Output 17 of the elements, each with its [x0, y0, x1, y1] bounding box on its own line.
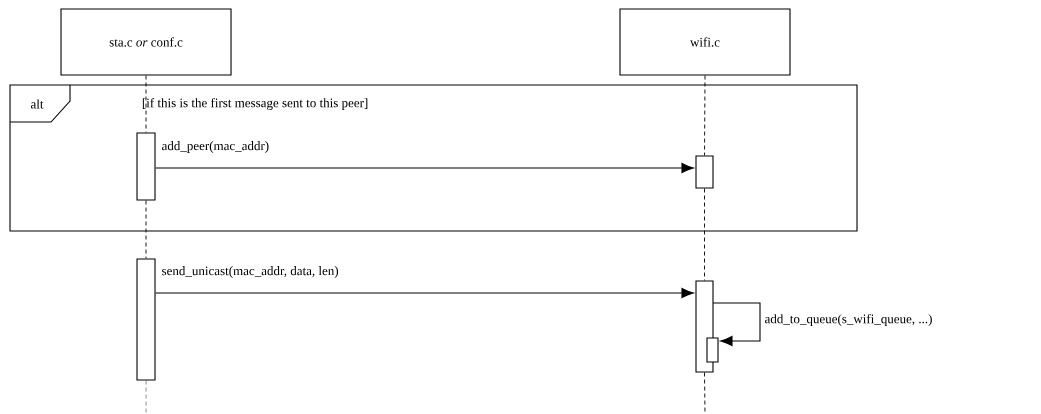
lifeline — [704, 372, 706, 414]
activation-bar — [706, 337, 719, 363]
lifeline — [145, 200, 147, 259]
edge-label: add_peer(mac_addr) — [162, 141, 269, 153]
message-arrow — [155, 287, 694, 299]
lifeline — [704, 75, 706, 156]
edge-label: add_to_queue(s_wifi_queue, ...) — [765, 314, 932, 326]
lifeline-header: wifi.c — [619, 8, 791, 76]
activation-bar — [136, 258, 156, 381]
edge-label: send_unicast(mac_addr, data, len) — [162, 266, 339, 278]
lifeline — [145, 75, 147, 133]
message-arrow — [155, 162, 694, 174]
lifeline-header: sta.c or conf.c — [60, 8, 232, 76]
self-message-arrow — [712, 302, 761, 347]
activation-bar — [136, 132, 156, 201]
activation-bar — [695, 155, 714, 189]
lifeline — [704, 188, 705, 281]
